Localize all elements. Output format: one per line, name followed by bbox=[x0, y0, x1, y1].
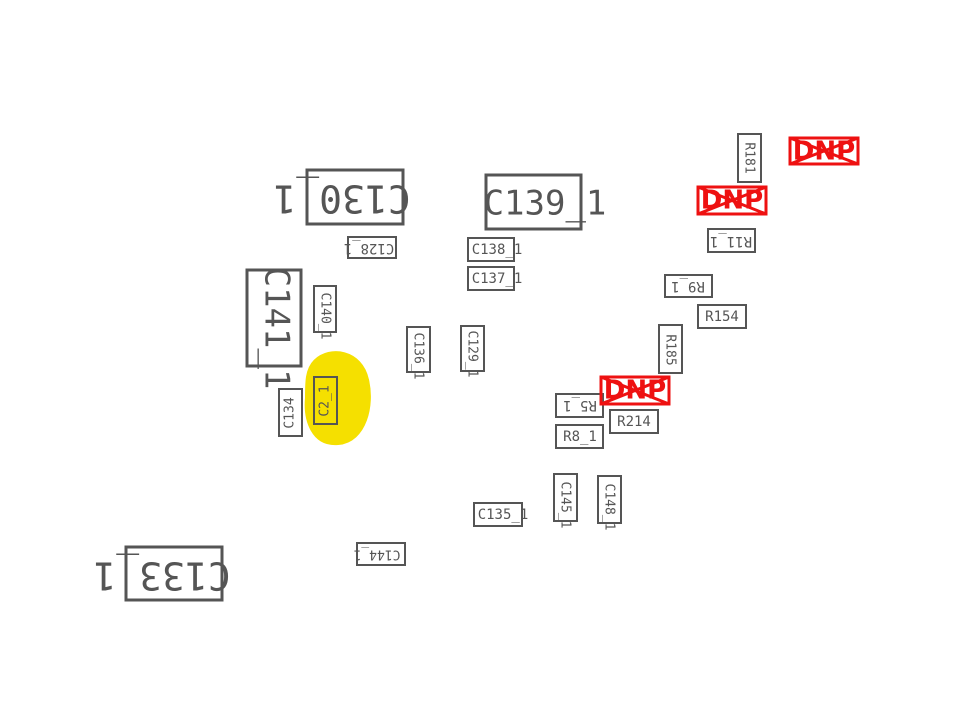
c145-label: C145_1 bbox=[558, 482, 573, 529]
component-r8: R8_1 bbox=[555, 424, 604, 449]
c138-label: C138_1 bbox=[472, 242, 523, 258]
c129-label: C129_1 bbox=[465, 331, 480, 378]
c137-label: C137_1 bbox=[472, 271, 523, 287]
dnp-mark-middle: DNP bbox=[599, 375, 671, 406]
component-c136: C136_1 bbox=[406, 326, 431, 380]
component-c128: C128_1 bbox=[344, 236, 397, 259]
r154-label: R154 bbox=[705, 309, 739, 325]
component-r11: R11_1 bbox=[707, 228, 756, 253]
component-r181: R181 bbox=[737, 133, 762, 183]
c128-label: C128_1 bbox=[344, 240, 395, 256]
component-r185: R185 bbox=[658, 324, 683, 374]
r214-label: R214 bbox=[617, 414, 651, 430]
r5-label: R5_1 bbox=[563, 397, 597, 413]
c141-label: C141_1 bbox=[257, 267, 297, 390]
component-c138: C138_1 bbox=[467, 237, 523, 262]
dnp-mark-upper: DNP bbox=[696, 185, 768, 216]
r11-label: R11_1 bbox=[710, 233, 752, 249]
c139-label: C139_1 bbox=[484, 184, 607, 224]
component-r214: R214 bbox=[609, 409, 659, 434]
dnp-label-1: DNP bbox=[793, 137, 855, 167]
c2-label: C2_1 bbox=[318, 385, 333, 416]
component-c134: C134 bbox=[278, 388, 303, 437]
c135-label: C135_1 bbox=[478, 507, 529, 523]
c136-label: C136_1 bbox=[411, 333, 426, 380]
component-c144: C144_1 bbox=[354, 542, 406, 566]
component-c133: C133_1 bbox=[93, 545, 231, 602]
r181-label: R181 bbox=[742, 142, 757, 173]
component-c2: C2_1 bbox=[313, 376, 338, 425]
component-c130: C130_1 bbox=[273, 168, 411, 226]
r9-label: R9_1 bbox=[671, 278, 705, 294]
component-c145: C145_1 bbox=[553, 473, 578, 529]
component-c129: C129_1 bbox=[460, 325, 485, 378]
r8-label: R8_1 bbox=[563, 429, 597, 445]
component-c148: C148_1 bbox=[597, 475, 622, 531]
dnp-label-3: DNP bbox=[604, 376, 666, 406]
c140-label: C140_1 bbox=[318, 293, 333, 340]
c133-label: C133_1 bbox=[93, 553, 230, 598]
component-c139: C139_1 bbox=[484, 173, 607, 231]
component-r154: R154 bbox=[697, 304, 747, 329]
r185-label: R185 bbox=[663, 334, 678, 365]
c144-label: C144_1 bbox=[354, 547, 401, 562]
c134-label: C134 bbox=[283, 397, 298, 428]
component-c141: C141_1 bbox=[245, 267, 303, 390]
dnp-mark-top-right: DNP bbox=[788, 136, 860, 167]
dnp-label-2: DNP bbox=[701, 186, 763, 216]
c148-label: C148_1 bbox=[602, 484, 617, 531]
c130-label: C130_1 bbox=[273, 176, 410, 221]
component-r9: R9_1 bbox=[664, 274, 713, 298]
component-c135: C135_1 bbox=[473, 502, 529, 527]
component-c137: C137_1 bbox=[467, 266, 523, 291]
component-c140: C140_1 bbox=[313, 285, 337, 340]
component-r5: R5_1 bbox=[555, 393, 604, 418]
